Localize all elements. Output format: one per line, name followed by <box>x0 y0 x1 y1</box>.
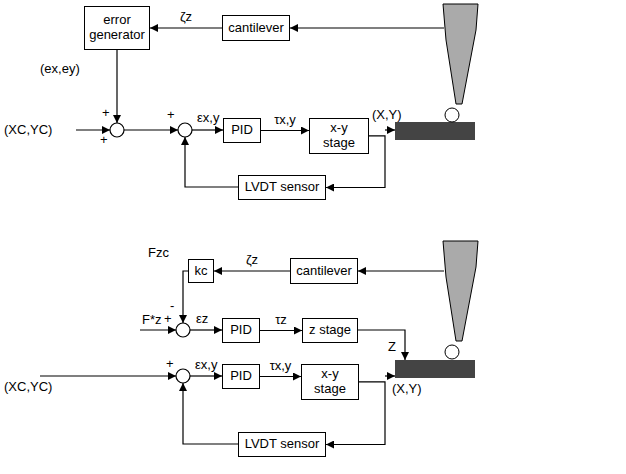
box-text: cantilever <box>228 21 284 36</box>
stage-box: z stage <box>302 318 358 343</box>
signal-label: ζz <box>179 10 193 24</box>
signal-label: (XC,YC) <box>4 123 52 137</box>
signal-label: (X,Y) <box>372 108 402 122</box>
wire <box>124 129 178 130</box>
particle <box>445 345 459 359</box>
summing-junction <box>110 123 124 137</box>
wire <box>140 329 176 330</box>
particle <box>445 108 459 122</box>
signal-arrow <box>261 130 309 131</box>
cantilever-box: cantilever <box>290 258 358 284</box>
sign-label: + <box>164 312 172 326</box>
wire <box>190 329 222 330</box>
pid-box: PID <box>222 364 260 389</box>
error-generator-box: error generator <box>84 6 150 50</box>
signal-arrow <box>260 330 302 331</box>
signal-label: Fzc <box>148 246 169 260</box>
box-text: PID <box>230 369 252 384</box>
box-text: x-y stage <box>306 367 354 397</box>
wire <box>385 375 395 376</box>
signal-label: Z <box>388 340 396 354</box>
signal-arrow <box>214 270 290 271</box>
box-text: PID <box>230 323 252 338</box>
wire <box>190 375 222 376</box>
gain-box: kc <box>188 259 214 283</box>
signal-label: τx,y <box>269 359 293 373</box>
box-text: LVDT sensor <box>245 437 320 452</box>
wire <box>358 330 405 360</box>
cantilever-tip <box>443 241 478 341</box>
signal-label: τz <box>274 313 288 327</box>
sign-label: + <box>166 357 174 371</box>
sign-label: + <box>102 106 110 120</box>
signal-label: (X,Y) <box>392 382 422 396</box>
wire <box>76 129 110 130</box>
cantilever-box: cantilever <box>222 15 290 41</box>
signal-label: εx,y <box>195 358 217 372</box>
box-text: x-y stage <box>314 121 364 151</box>
stage-box: x-y stage <box>301 364 359 400</box>
summing-junction <box>178 123 192 137</box>
signal-arrow <box>150 27 222 28</box>
sensor-box: LVDT sensor <box>238 175 326 200</box>
signal-label: F*z <box>142 313 162 327</box>
wire <box>40 375 176 376</box>
signal-label: (ex,ey) <box>40 62 80 76</box>
stage-box: x-y stage <box>309 118 369 154</box>
wire <box>185 137 238 187</box>
cantilever-tip <box>443 4 478 104</box>
signal-label: εz <box>196 312 208 326</box>
sample <box>395 122 475 140</box>
box-text: cantilever <box>296 264 352 279</box>
summing-junction <box>176 323 190 337</box>
sign-label: + <box>167 108 175 122</box>
sensor-box: LVDT sensor <box>238 432 326 457</box>
pid-box: PID <box>223 118 261 143</box>
pid-box: PID <box>222 318 260 343</box>
signal-label: εx,y <box>197 111 219 125</box>
wire <box>358 270 444 271</box>
wire <box>192 129 223 130</box>
box-text: z stage <box>309 323 351 338</box>
sign-label: + <box>100 133 108 147</box>
wire <box>385 129 395 130</box>
box-text: kc <box>195 264 208 279</box>
wire <box>290 27 444 28</box>
signal-label: (XC,YC) <box>4 380 52 394</box>
sample <box>395 360 475 378</box>
signal-arrow <box>260 376 301 377</box>
wire <box>116 50 117 123</box>
box-text: error generator <box>89 13 145 43</box>
signal-label: ζz <box>245 253 259 267</box>
box-text: LVDT sensor <box>245 180 320 195</box>
wire <box>183 383 238 444</box>
summing-junction <box>176 369 190 383</box>
signal-label: τx,y <box>273 113 297 127</box>
box-text: PID <box>231 123 253 138</box>
